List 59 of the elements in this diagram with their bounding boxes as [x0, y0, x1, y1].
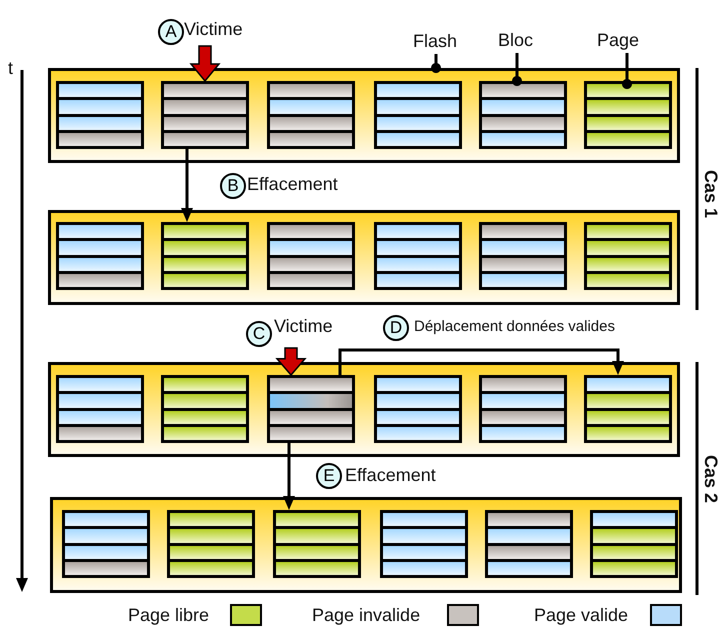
leader-line [622, 53, 632, 89]
memory-block [56, 81, 144, 149]
legend-label: Page valide [534, 605, 628, 626]
axis-label: t [8, 58, 14, 79]
flash-band [48, 362, 680, 457]
memory-block [380, 510, 468, 578]
flash-band [50, 497, 682, 593]
part-label: Page [597, 30, 640, 51]
memory-block [161, 81, 249, 149]
memory-block [479, 81, 567, 149]
legend-label: Page libre [128, 605, 210, 626]
memory-block [584, 81, 672, 149]
memory-block [374, 222, 462, 290]
flash-band [48, 68, 680, 163]
memory-block [267, 222, 355, 290]
letter-circle: A [158, 19, 184, 45]
memory-block [56, 375, 144, 443]
arrow [338, 348, 624, 375]
memory-block [590, 510, 678, 578]
flash-band [48, 210, 680, 305]
letter-circle: C [246, 321, 272, 347]
case-label: Cas 2 [700, 455, 721, 504]
memory-page [587, 100, 669, 114]
step-label: Victime [184, 19, 243, 40]
arrow [189, 45, 221, 82]
arrow [181, 149, 193, 222]
memory-page [587, 132, 669, 146]
memory-block [161, 222, 249, 290]
memory-block [167, 510, 255, 578]
memory-block [267, 375, 355, 443]
step-label: Déplacement données valides [414, 318, 615, 335]
legend-label: Page invalide [312, 605, 420, 626]
memory-block [273, 510, 361, 578]
memory-block [374, 375, 462, 443]
memory-block [584, 375, 672, 443]
memory-block [56, 222, 144, 290]
memory-page [587, 116, 669, 130]
memory-block [479, 375, 567, 443]
arrow [283, 443, 295, 510]
letter-circle: D [383, 315, 409, 341]
memory-block [479, 222, 567, 290]
memory-block [161, 375, 249, 443]
leader-line [431, 54, 441, 73]
step-label: Effacement [345, 465, 436, 486]
memory-block [374, 81, 462, 149]
case-label: Cas 1 [700, 170, 721, 218]
leader-line [512, 53, 522, 86]
memory-block [267, 81, 355, 149]
letter-circle: B [220, 173, 246, 199]
memory-block [584, 222, 672, 290]
arrow [275, 347, 307, 376]
part-label: Bloc [498, 30, 534, 51]
memory-page [587, 84, 669, 98]
memory-block [485, 510, 573, 578]
step-label: Victime [274, 316, 333, 337]
step-label: Effacement [247, 174, 338, 195]
letter-circle: E [316, 463, 342, 489]
memory-block [62, 510, 150, 578]
part-label: Flash [413, 31, 458, 52]
